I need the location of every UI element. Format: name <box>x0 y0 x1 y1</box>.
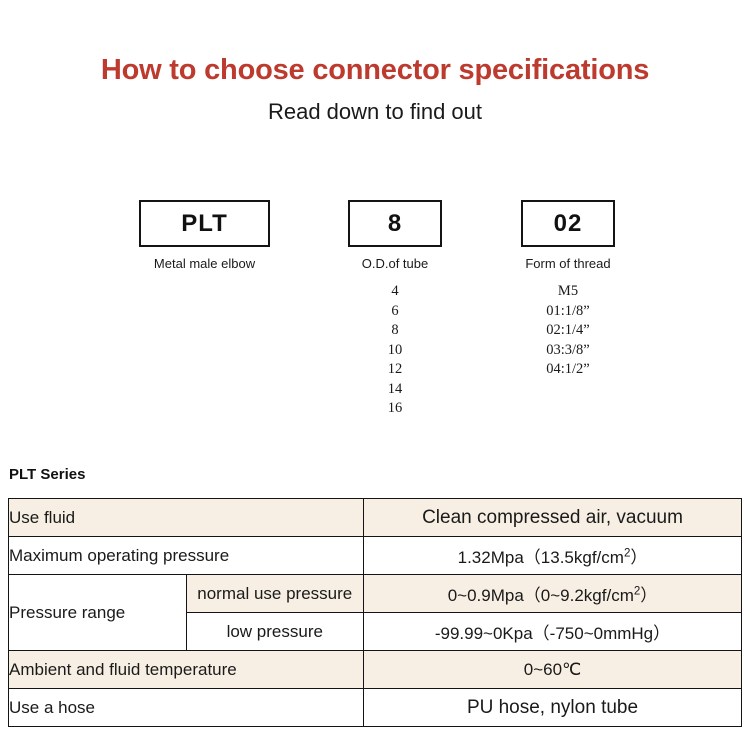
table-row: Use fluid Clean compressed air, vacuum <box>8 498 742 537</box>
table-row: Maximum operating pressure 1.32Mpa（13.5k… <box>8 536 742 575</box>
spec-value-use-a-hose: PU hose, nylon tube <box>363 688 742 727</box>
spec-value-max-pressure: 1.32Mpa（13.5kgf/cm2） <box>363 536 742 575</box>
spec-value-temperature: 0~60℃ <box>363 650 742 689</box>
spec-label-max-pressure: Maximum operating pressure <box>8 536 364 575</box>
spec-sublabel-low-pressure: low pressure <box>185 612 364 651</box>
page-title: How to choose connector specifications <box>100 54 650 86</box>
code-box-thread: 02 <box>521 200 615 247</box>
table-row: Use a hose PU hose, nylon tube <box>8 688 742 727</box>
spec-label-use-fluid: Use fluid <box>8 498 364 537</box>
code-caption-od: O.D.of tube <box>361 256 429 271</box>
table-row: low pressure -99.99~0Kpa（-750~0mmHg） <box>9 612 742 651</box>
specification-table: Use fluid Clean compressed air, vacuum M… <box>8 498 742 727</box>
code-group-series: PLT Metal male elbow <box>139 200 270 282</box>
spec-value-normal-use-pressure: 0~0.9Mpa（0~9.2kgf/cm2） <box>363 574 742 613</box>
spec-value-use-fluid: Clean compressed air, vacuum <box>363 498 742 537</box>
table-row: Ambient and fluid temperature 0~60℃ <box>8 650 742 689</box>
code-caption-thread: Form of thread <box>525 256 611 271</box>
code-box-od: 8 <box>348 200 442 247</box>
spec-value-low-pressure: -99.99~0Kpa（-750~0mmHg） <box>363 612 742 651</box>
code-caption-series: Metal male elbow <box>153 256 256 271</box>
series-label: PLT Series <box>9 466 86 483</box>
table-row: Pressure range normal use pressure 0~0.9… <box>8 574 742 651</box>
page-subtitle: Read down to find out <box>267 99 483 124</box>
code-box-series: PLT <box>139 200 270 247</box>
spec-sublabel-normal-use-pressure: normal use pressure <box>185 574 364 613</box>
spec-label-pressure-range: Pressure range <box>8 574 187 651</box>
spec-label-use-a-hose: Use a hose <box>8 688 364 727</box>
spec-label-temperature: Ambient and fluid temperature <box>8 650 364 689</box>
